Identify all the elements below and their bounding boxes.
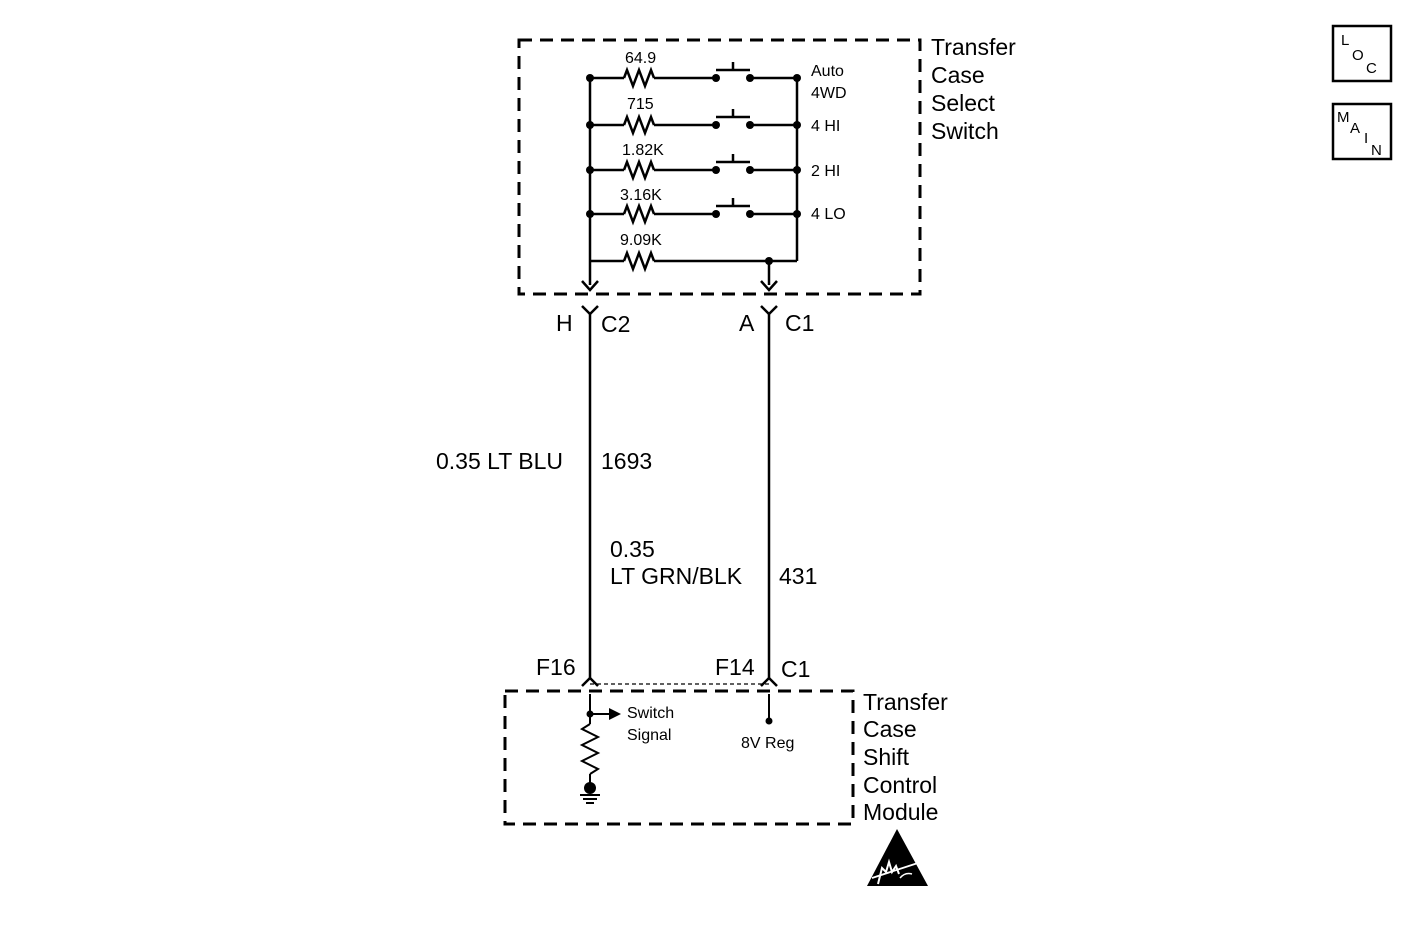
resistor-value: 9.09K	[620, 232, 662, 249]
loc-letter: L	[1341, 32, 1349, 49]
main-letter: N	[1371, 142, 1382, 159]
wire-label-color: LT GRN/BLK	[610, 563, 743, 589]
control-module-title-line: Control	[863, 772, 937, 798]
reg-voltage-label: 8V Reg	[741, 735, 794, 752]
resistor-value: 64.9	[625, 50, 656, 67]
wire-label-circuit: 1693	[601, 448, 652, 474]
wire-label-gauge-color: 0.35 LT BLU	[436, 448, 563, 474]
select-switch-title-line: Case	[931, 62, 985, 88]
resistor-value: 3.16K	[620, 187, 662, 204]
select-switch-title-line: Transfer	[931, 34, 1016, 60]
select-switch-title-line: Select	[931, 90, 996, 116]
resistor-row-4-hi	[586, 109, 801, 137]
loc-nav-button[interactable]: L O C	[1331, 24, 1393, 83]
connector-id-label: C1	[781, 656, 810, 682]
esd-warning-icon	[867, 829, 928, 886]
connector-f16	[581, 676, 599, 687]
resistor-value: 715	[627, 96, 654, 113]
wire-label-gauge: 0.35	[610, 536, 655, 562]
switch-signal-label: Signal	[627, 727, 671, 744]
connector-id-label: C2	[601, 311, 630, 337]
switch-position-label: 2 HI	[811, 163, 840, 180]
connector-c1-a	[760, 280, 778, 316]
connector-f14	[760, 676, 778, 687]
resistor-row-2-hi	[586, 154, 801, 182]
resistor-row-4-lo	[586, 198, 801, 226]
control-module-box	[503, 689, 855, 826]
main-letter: M	[1337, 109, 1350, 126]
main-letter: I	[1364, 130, 1368, 147]
switch-signal-label: Switch	[627, 705, 674, 722]
main-letter: A	[1350, 120, 1360, 137]
resistor-row-auto-4wd	[586, 62, 801, 90]
ground-node	[584, 782, 596, 794]
connector-pin-label: F14	[715, 654, 755, 680]
switch-signal-arrow-icon	[609, 708, 621, 720]
control-module-title-line: Case	[863, 716, 917, 742]
connector-pin-label: H	[556, 310, 573, 336]
control-module-title-line: Shift	[863, 744, 910, 770]
wire-label-circuit: 431	[779, 563, 817, 589]
switch-position-label: Auto	[811, 63, 844, 80]
resistor-row-bottom	[590, 249, 797, 273]
resistor-value: 1.82K	[622, 142, 664, 159]
ground-icon	[580, 794, 600, 804]
switch-position-label: 4 LO	[811, 206, 846, 223]
loc-letter: O	[1352, 47, 1364, 64]
connector-c2-h	[581, 280, 599, 316]
select-switch-box	[517, 38, 922, 296]
pull-down-resistor	[579, 723, 601, 775]
select-switch-title-line: Switch	[931, 118, 999, 144]
switch-position-label: 4WD	[811, 85, 847, 102]
control-module-title: Transfer Case Shift Control Module	[863, 689, 948, 825]
switch-position-label: 4 HI	[811, 118, 840, 135]
control-module-title-line: Transfer	[863, 689, 948, 715]
select-switch-title: Transfer Case Select Switch	[931, 34, 1016, 144]
connector-id-label: C1	[785, 310, 814, 336]
connector-pin-label: A	[739, 310, 755, 336]
control-module-title-line: Module	[863, 799, 938, 825]
loc-letter: C	[1366, 60, 1377, 77]
connector-pin-label: F16	[536, 654, 576, 680]
main-nav-button[interactable]: M A I N	[1331, 102, 1393, 161]
